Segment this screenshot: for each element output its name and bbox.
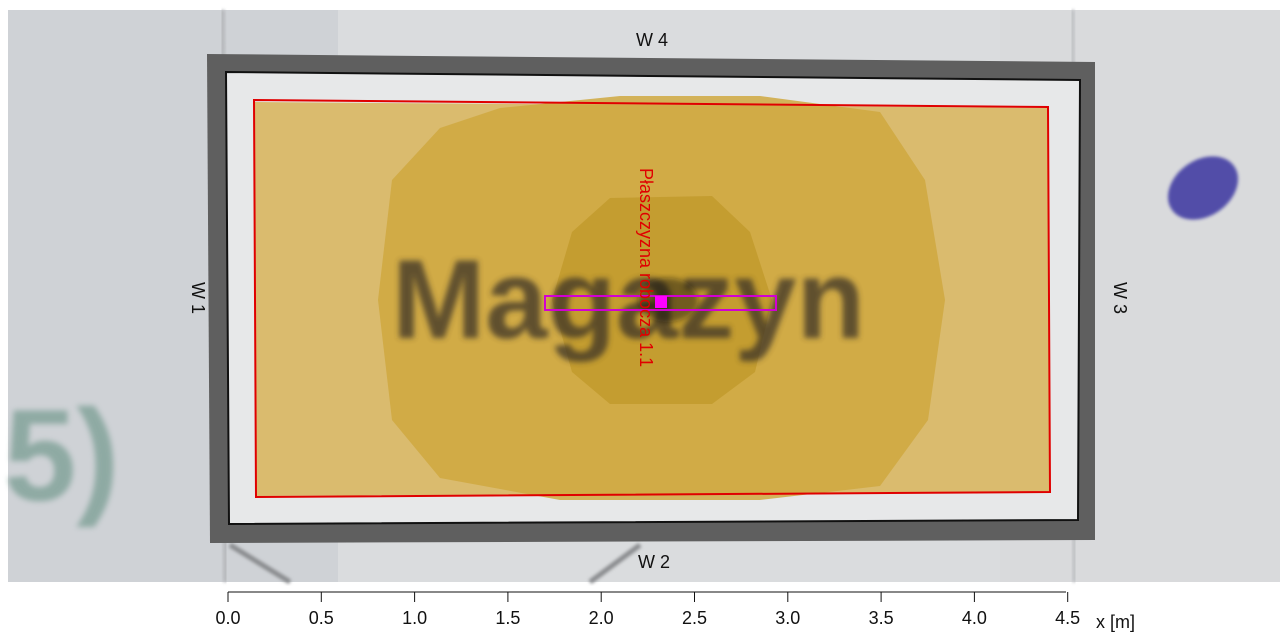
x-axis-tick-label: 0.0 bbox=[215, 608, 240, 628]
x-axis-tick-label: 0.5 bbox=[309, 608, 334, 628]
x-axis-tick-label: 1.0 bbox=[402, 608, 427, 628]
x-axis-tick-label: 2.0 bbox=[589, 608, 614, 628]
x-axis-tick-label: 4.0 bbox=[962, 608, 987, 628]
wall-label-left: W 1 bbox=[188, 282, 208, 314]
x-axis-tick-label: 3.0 bbox=[775, 608, 800, 628]
wall-label-right: W 3 bbox=[1110, 282, 1130, 314]
background-wall-text: Magazyn bbox=[392, 237, 865, 362]
work-plane[interactable]: Płaszczyzna robocza 1.1 bbox=[544, 168, 777, 367]
work-plane-marker[interactable] bbox=[655, 296, 667, 308]
work-plane-label: Płaszczyzna robocza 1.1 bbox=[636, 168, 656, 367]
x-axis-tick-label: 3.5 bbox=[869, 608, 894, 628]
x-axis-unit-label: x [m] bbox=[1096, 612, 1135, 632]
margin-mark: 5) bbox=[4, 382, 120, 528]
room-boundary-outline bbox=[252, 98, 1052, 499]
wall-label-bottom: W 2 bbox=[638, 552, 670, 572]
x-axis-tick-label: 2.5 bbox=[682, 608, 707, 628]
x-axis-tick-label: 4.5 bbox=[1055, 608, 1080, 628]
x-axis-tick-label: 1.5 bbox=[495, 608, 520, 628]
illuminance-zones: Magazyn bbox=[254, 96, 1050, 500]
ink-smudge bbox=[1167, 156, 1239, 220]
x-axis: x [m] 0.0 0.5 1.0 1.5 2.0 2.5 3.0 3.5 4.0 4.5 bbox=[215, 591, 1135, 632]
wall-label-top: W 4 bbox=[636, 30, 668, 50]
